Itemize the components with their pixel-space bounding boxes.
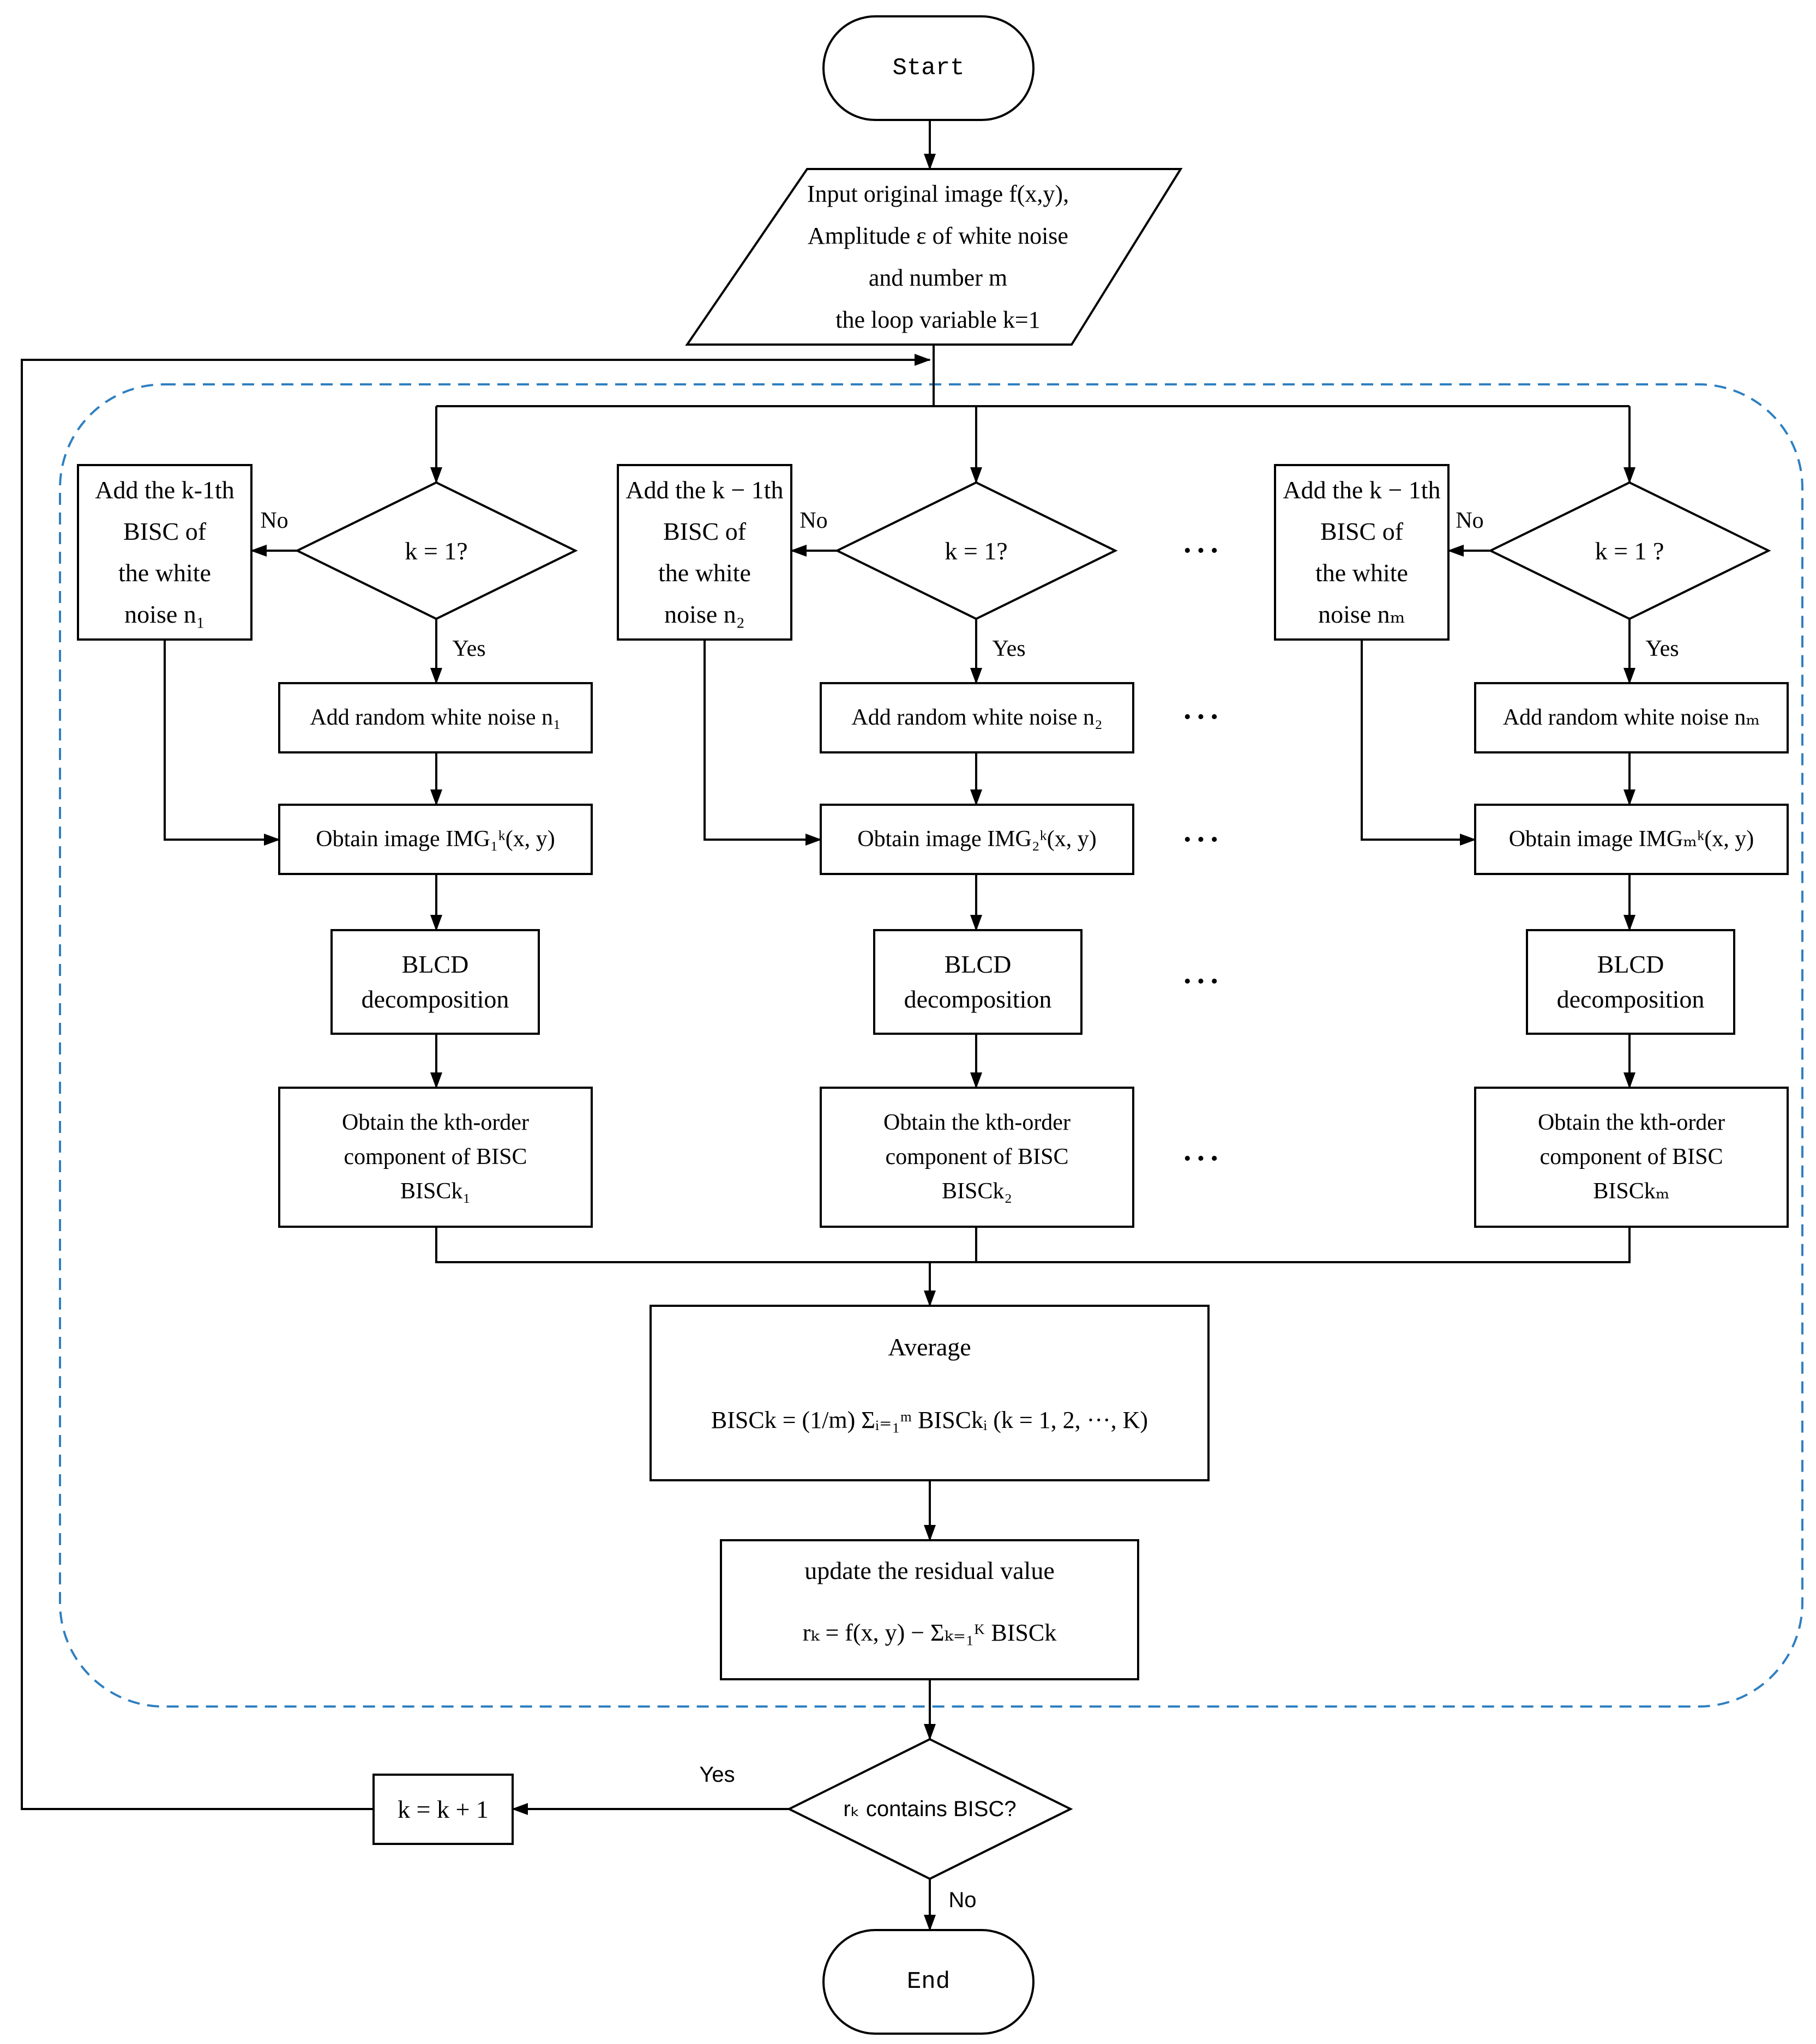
connectors [21,120,1635,1931]
obtain-image-box-2 [820,804,1134,875]
start-label: Start [892,55,965,82]
component-label-m: Obtain the kth-order component of BISC B… [1538,1110,1725,1204]
ellipsis-decision: ··· [1182,534,1223,568]
no-label-2: No [799,508,828,533]
residual-box [720,1539,1139,1680]
add-bisc-label-2: Add the k − 1th BISC of the white noise … [626,476,784,628]
average-box [650,1305,1210,1481]
end-label: End [906,1968,951,1995]
blcd-box-m [1526,929,1735,1035]
ellipsis-component: ··· [1182,1142,1223,1175]
add-bisc-label-m: Add the k − 1th BISC of the white noise … [1283,476,1441,628]
blcd-box-2 [873,929,1083,1035]
residual-yes-label: Yes [699,1763,735,1787]
parallel-region-boundary [59,383,1803,1708]
residual-decision-label: rₖ contains BISC? [843,1797,1017,1821]
add-bisc-label-1: Add the k-1th BISC of the white noise n₁ [95,476,234,628]
blcd-label-m: BLCD decomposition [1556,950,1705,1013]
blcd-label-2: BLCD decomposition [904,950,1052,1013]
ellipsis-blcd: ··· [1182,964,1223,998]
input-label: Input original image f(x,y), Amplitude ε… [807,180,1069,333]
blcd-label-1: BLCD decomposition [361,950,509,1013]
ellipsis-obtain-image: ··· [1182,823,1223,857]
yes-label-1: Yes [452,636,486,661]
component-box-2 [820,1087,1134,1228]
decision-label-1: k = 1? [405,536,468,565]
add-noise-label-2: Add random white noise n₂ [851,705,1103,730]
add-noise-label-1: Add random white noise n₁ [310,705,561,730]
decision-label-m: k = 1 ? [1595,536,1664,565]
no-label-m: No [1456,508,1484,533]
obtain-image-label-1: Obtain image IMG₁ᵏ(x, y) [316,827,555,852]
obtain-image-label-2: Obtain image IMG₂ᵏ(x, y) [857,827,1097,852]
yes-label-m: Yes [1645,636,1679,661]
increment-box [372,1774,514,1845]
residual-formula: rₖ = f(x, y) − Σₖ₌₁ᴷ BISCk [802,1619,1057,1646]
component-box-m [1474,1087,1789,1228]
obtain-image-label-m: Obtain image IMGₘᵏ(x, y) [1508,827,1754,852]
add-noise-label-m: Add random white noise nₘ [1502,705,1760,730]
residual-title: update the residual value [804,1556,1055,1584]
input-parallelogram [685,168,1183,346]
residual-no-label: No [948,1888,977,1912]
start-terminal [822,15,1035,121]
component-label-2: Obtain the kth-order component of BISC B… [883,1110,1071,1204]
average-title: Average [888,1332,971,1361]
decision-label-2: k = 1? [945,536,1008,565]
ellipsis-add-noise: ··· [1182,700,1223,734]
add-noise-box-m [1474,682,1789,753]
average-formula: BISCk = (1/m) Σᵢ₌₁ᵐ BISCkᵢ (k = 1, 2, ··… [711,1407,1148,1433]
increment-label: k = k + 1 [398,1795,489,1823]
component-label-1: Obtain the kth-order component of BISC B… [342,1110,529,1204]
no-label-1: No [260,508,288,533]
yes-label-2: Yes [992,636,1026,661]
add-bisc-box-m [1274,464,1450,641]
